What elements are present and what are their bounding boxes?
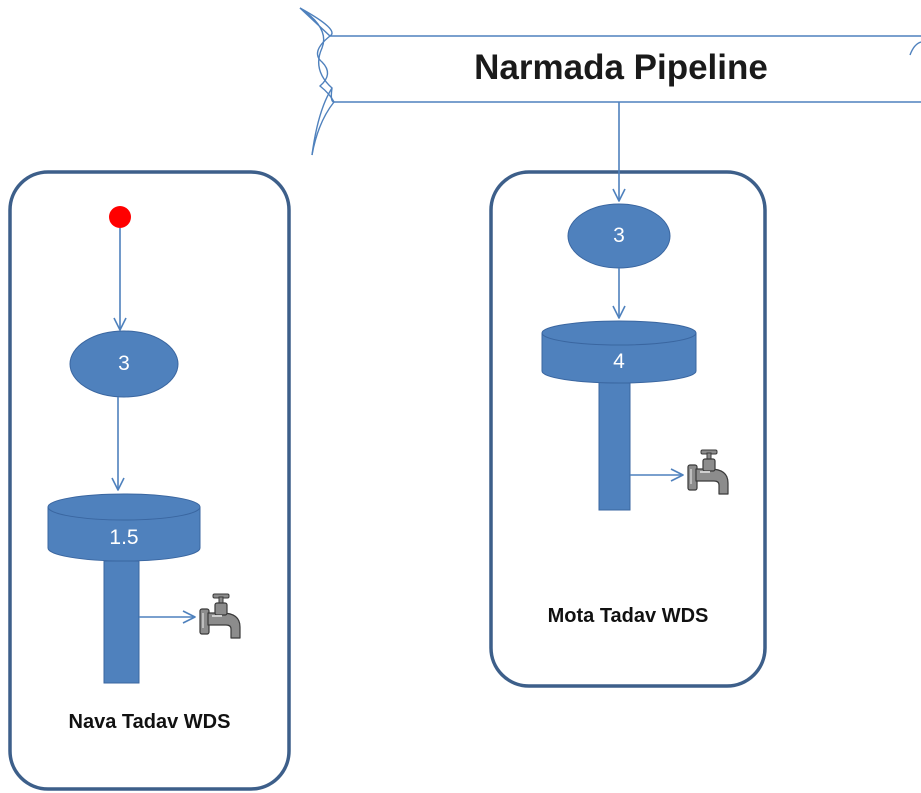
pipeline-title: Narmada Pipeline [474, 48, 768, 87]
nava-tadav-container [8, 170, 291, 791]
mota-tadav-tank-value: 4 [613, 350, 625, 373]
nava-tadav-label: Nava Tadav WDS [68, 711, 231, 733]
nava-tadav-pump-value: 3 [118, 352, 130, 375]
nava-tadav-pump-node [69, 330, 179, 398]
nava-tadav-tank [47, 506, 201, 562]
mota-tadav-tank [541, 332, 697, 384]
source-node [109, 206, 131, 228]
mota-tadav-label: Mota Tadav WDS [547, 605, 709, 627]
nava-tadav-tank-value: 1.5 [109, 526, 139, 549]
nava-tadav-tower-stem [103, 560, 140, 684]
mota-tadav-tower-stem [598, 379, 631, 511]
mota-tadav-pump-value: 3 [613, 224, 625, 247]
